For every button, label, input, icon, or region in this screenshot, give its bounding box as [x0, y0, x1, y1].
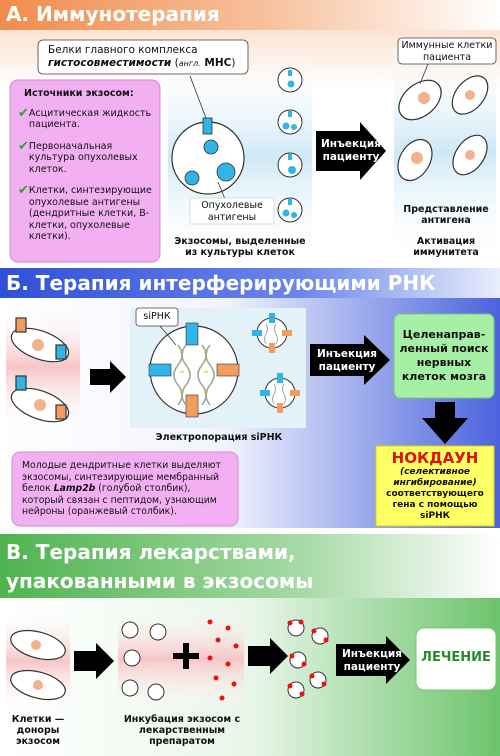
checkmark-icon: ✔	[18, 183, 29, 198]
section-a-title: А. Иммунотерапия	[6, 2, 220, 26]
checkmark-icon: ✔	[18, 138, 29, 154]
drug-particles	[207, 619, 239, 701]
source-item: ✔ Первоначальная культура опухолевых кле…	[18, 138, 138, 175]
knockdown-box: НОКДАУН (селективное ингибирование) соот…	[378, 450, 492, 522]
treatment-label: ЛЕЧЕНИЕ	[421, 650, 491, 665]
section-c-header-bar	[0, 534, 500, 598]
injection-label-a: Инъекция пациенту	[320, 138, 382, 163]
exosomes-label: Экзосомы, выделенные из культуры клеток	[174, 236, 306, 258]
exosomes-c	[121, 621, 167, 701]
sources-title: Источники экзосом:	[24, 88, 134, 99]
sources-list: Источники экзосом: ✔ Асцитическая жидкос…	[18, 88, 156, 243]
immune-cells-label: Иммунные клетки пациента	[401, 40, 493, 63]
incubation-label: Инкубация экзосом с лекарственным препар…	[123, 714, 241, 747]
sources-panel	[9, 79, 161, 263]
section-c-title: В. Терапия лекарствами, упакованными в э…	[6, 540, 314, 593]
immunity-activation-label: Активация иммунитета	[413, 236, 479, 258]
arrow-injection-a	[316, 122, 386, 180]
sirna-helices	[173, 344, 215, 406]
section-a-header-bar	[0, 0, 500, 30]
sirna-tag: siРНК	[143, 311, 171, 322]
antigen-presentation-label: Представление антигена	[403, 204, 489, 226]
mhc-callout-box	[37, 39, 249, 75]
donor-cells-label: Клетки — доноры экзосом	[11, 714, 65, 747]
checkmark-icon: ✔	[18, 105, 29, 121]
dendritic-description: Молодые дендритные клетки выделяют экзос…	[22, 460, 221, 517]
dendritic-cells	[10, 317, 70, 423]
injection-label-b: Инъекция пациенту	[316, 348, 378, 373]
knockdown-title: НОКДАУН	[391, 449, 479, 467]
mhc-callout: Белки главного комплекса гистосовместимо…	[48, 44, 236, 69]
section-b-title: Б. Терапия интерферирующими РНК	[6, 271, 436, 295]
electroporation-label: Электропорация siРНК	[155, 432, 283, 443]
small-exosomes-a	[277, 67, 303, 223]
targeted-search-label: Целенаправ-ленный поиск нервных клеток м…	[399, 328, 489, 383]
tumor-antigens-label: Опухолевые антигены	[201, 200, 263, 223]
source-item: ✔ Клетки, синтезирующие опухолевые антиг…	[18, 183, 152, 242]
injection-label-c: Инъекция пациенту	[341, 648, 403, 673]
section-b-header-bar	[0, 268, 500, 298]
immune-cells	[397, 75, 489, 182]
donor-cells	[10, 629, 66, 701]
source-item: ✔ Асцитическая жидкость пациента.	[18, 105, 152, 131]
